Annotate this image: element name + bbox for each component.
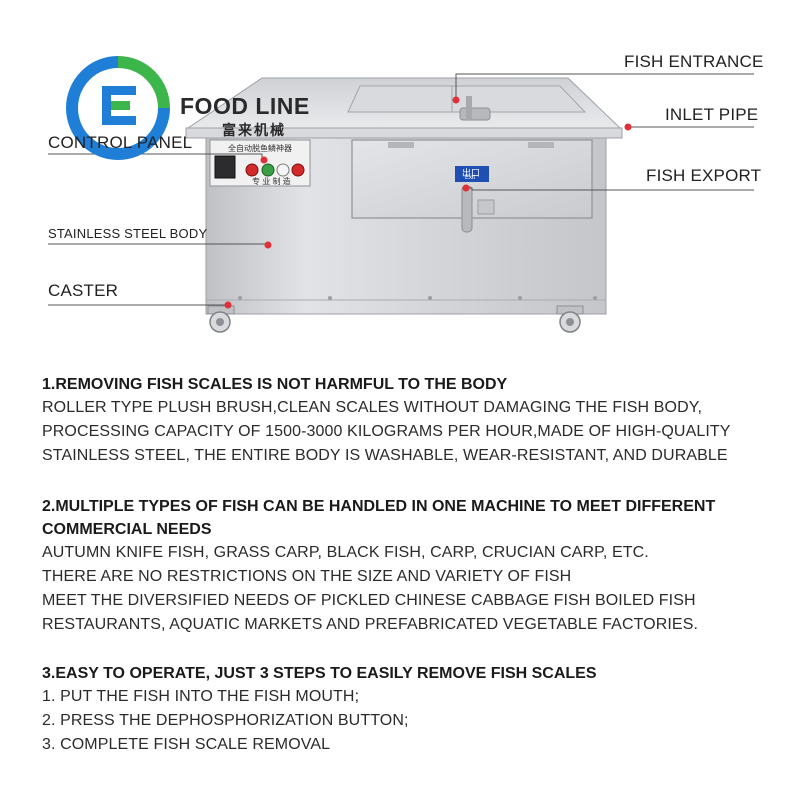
section-1-line: STAINLESS STEEL, THE ENTIRE BODY IS WASH…: [42, 447, 728, 464]
panel-footer: 专 业 制 造: [252, 177, 291, 186]
white-button: [276, 163, 290, 177]
brand-subtitle: 富来机械: [222, 122, 286, 138]
callout-caster: CASTER: [48, 281, 119, 300]
section-3-line: 2. PRESS THE DEPHOSPHORIZATION BUTTON;: [42, 712, 409, 729]
section-3-line: 3. COMPLETE FISH SCALE REMOVAL: [42, 736, 331, 753]
hatch-handle: [459, 107, 491, 121]
caster-left: [207, 305, 235, 333]
section-3: 3.EASY TO OPERATE, JUST 3 STEPS TO EASIL…: [42, 662, 787, 757]
caster-right: [556, 305, 584, 333]
section-1-line: ROLLER TYPE PLUSH BRUSH,CLEAN SCALES WIT…: [42, 399, 702, 416]
section-2-title: COMMERCIAL NEEDS: [42, 521, 212, 538]
section-2-line: MEET THE DIVERSIFIED NEEDS OF PICKLED CH…: [42, 592, 696, 609]
section-2-line: RESTAURANTS, AQUATIC MARKETS AND PREFABR…: [42, 616, 699, 633]
export-door-handle: [461, 185, 473, 233]
section-2-line: AUTUMN KNIFE FISH, GRASS CARP, BLACK FIS…: [42, 544, 649, 561]
body-rivets: [238, 296, 597, 300]
section-2-line: THERE ARE NO RESTRICTIONS ON THE SIZE AN…: [42, 568, 572, 585]
exit-sign: [455, 166, 489, 182]
callout-control-panel: CONTROL PANEL: [48, 133, 193, 152]
red-indicator-light: [245, 163, 259, 177]
red-stop-button: [291, 163, 305, 177]
exit-sign-label-en: Exit: [465, 175, 476, 181]
green-button: [261, 163, 275, 177]
callout-inlet-pipe: INLET PIPE: [665, 105, 759, 124]
section-3-line: 1. PUT THE FISH INTO THE FISH MOUTH;: [42, 688, 360, 705]
section-3-title: 3.EASY TO OPERATE, JUST 3 STEPS TO EASIL…: [42, 665, 597, 682]
section-1-line: PROCESSING CAPACITY OF 1500-3000 KILOGRA…: [42, 423, 731, 440]
callout-fish-entrance: FISH ENTRANCE: [624, 52, 764, 71]
exit-sign-label: 出口: [462, 168, 481, 178]
machine-illustration: [48, 56, 754, 333]
brand-name: FOOD LINE: [180, 93, 310, 119]
section-2-title: 2.MULTIPLE TYPES OF FISH CAN BE HANDLED …: [42, 498, 716, 515]
section-2: 2.MULTIPLE TYPES OF FISH CAN BE HANDLED …: [42, 495, 787, 637]
power-switch: [214, 155, 236, 179]
section-1: 1.REMOVING FISH SCALES IS NOT HARMFUL TO…: [42, 373, 787, 468]
callout-stainless-steel-body: STAINLESS STEEL BODY: [48, 226, 208, 241]
callout-dots: [224, 96, 632, 309]
callout-fish-export: FISH EXPORT: [646, 166, 762, 185]
brand-logo-icon: [66, 56, 170, 160]
panel-title: 全自动脱鱼鳞神器: [228, 144, 292, 153]
section-1-title: 1.REMOVING FISH SCALES IS NOT HARMFUL TO…: [42, 376, 508, 393]
